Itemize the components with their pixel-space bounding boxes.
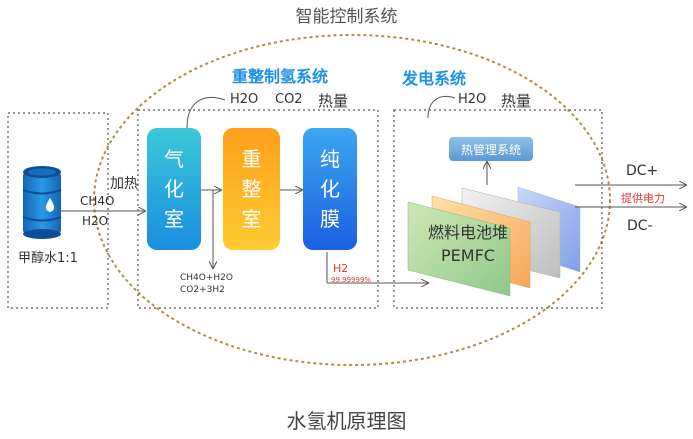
control-ellipse xyxy=(93,34,611,366)
dc-minus-label: DC- xyxy=(627,218,653,234)
pemfc-label: PEMFC xyxy=(441,246,495,265)
fuel-cell-stack-label: 燃料电池堆 xyxy=(427,223,508,242)
vaporizer-block: 气 化 室 xyxy=(147,128,201,250)
methanol-tank-icon xyxy=(22,166,62,239)
tank-label: 甲醇水1:1 xyxy=(18,251,78,266)
heat-input-label: 加热 xyxy=(110,176,138,192)
thermal-management-box: 热管理系统 xyxy=(449,137,533,161)
reforming-co2-out: CO2 xyxy=(275,92,303,107)
tank-box xyxy=(7,112,109,309)
stack-plate-green xyxy=(407,201,511,297)
power-h2o-out: H2O xyxy=(458,92,487,107)
smart-control-title: 智能控制系统 xyxy=(295,7,398,27)
reaction-line-1: CH4O+H2O xyxy=(180,273,233,283)
reaction-line-2: CO2+3H2 xyxy=(180,285,225,295)
power-box xyxy=(393,109,603,309)
diagram-caption: 水氢机原理图 xyxy=(286,409,407,433)
h2o-input-label: H2O xyxy=(82,214,109,228)
h2-label: H2 xyxy=(333,262,349,275)
ch4o-input-label: CH4O xyxy=(80,194,115,208)
power-heat-out: 热量 xyxy=(501,92,532,110)
dc-plus-label: DC+ xyxy=(626,163,659,179)
power-system-title: 发电系统 xyxy=(402,69,467,88)
reforming-title: 重整制氢系统 xyxy=(232,67,329,86)
purification-membrane-block: 纯 化 膜 xyxy=(303,128,357,250)
reforming-heat-out: 热量 xyxy=(318,92,349,110)
reformer-block: 重 整 室 xyxy=(223,128,280,250)
reforming-h2o-out: H2O xyxy=(230,92,259,107)
power-supply-label: 提供电力 xyxy=(621,192,665,205)
h2-purity-label: 99.99999% xyxy=(331,276,372,284)
